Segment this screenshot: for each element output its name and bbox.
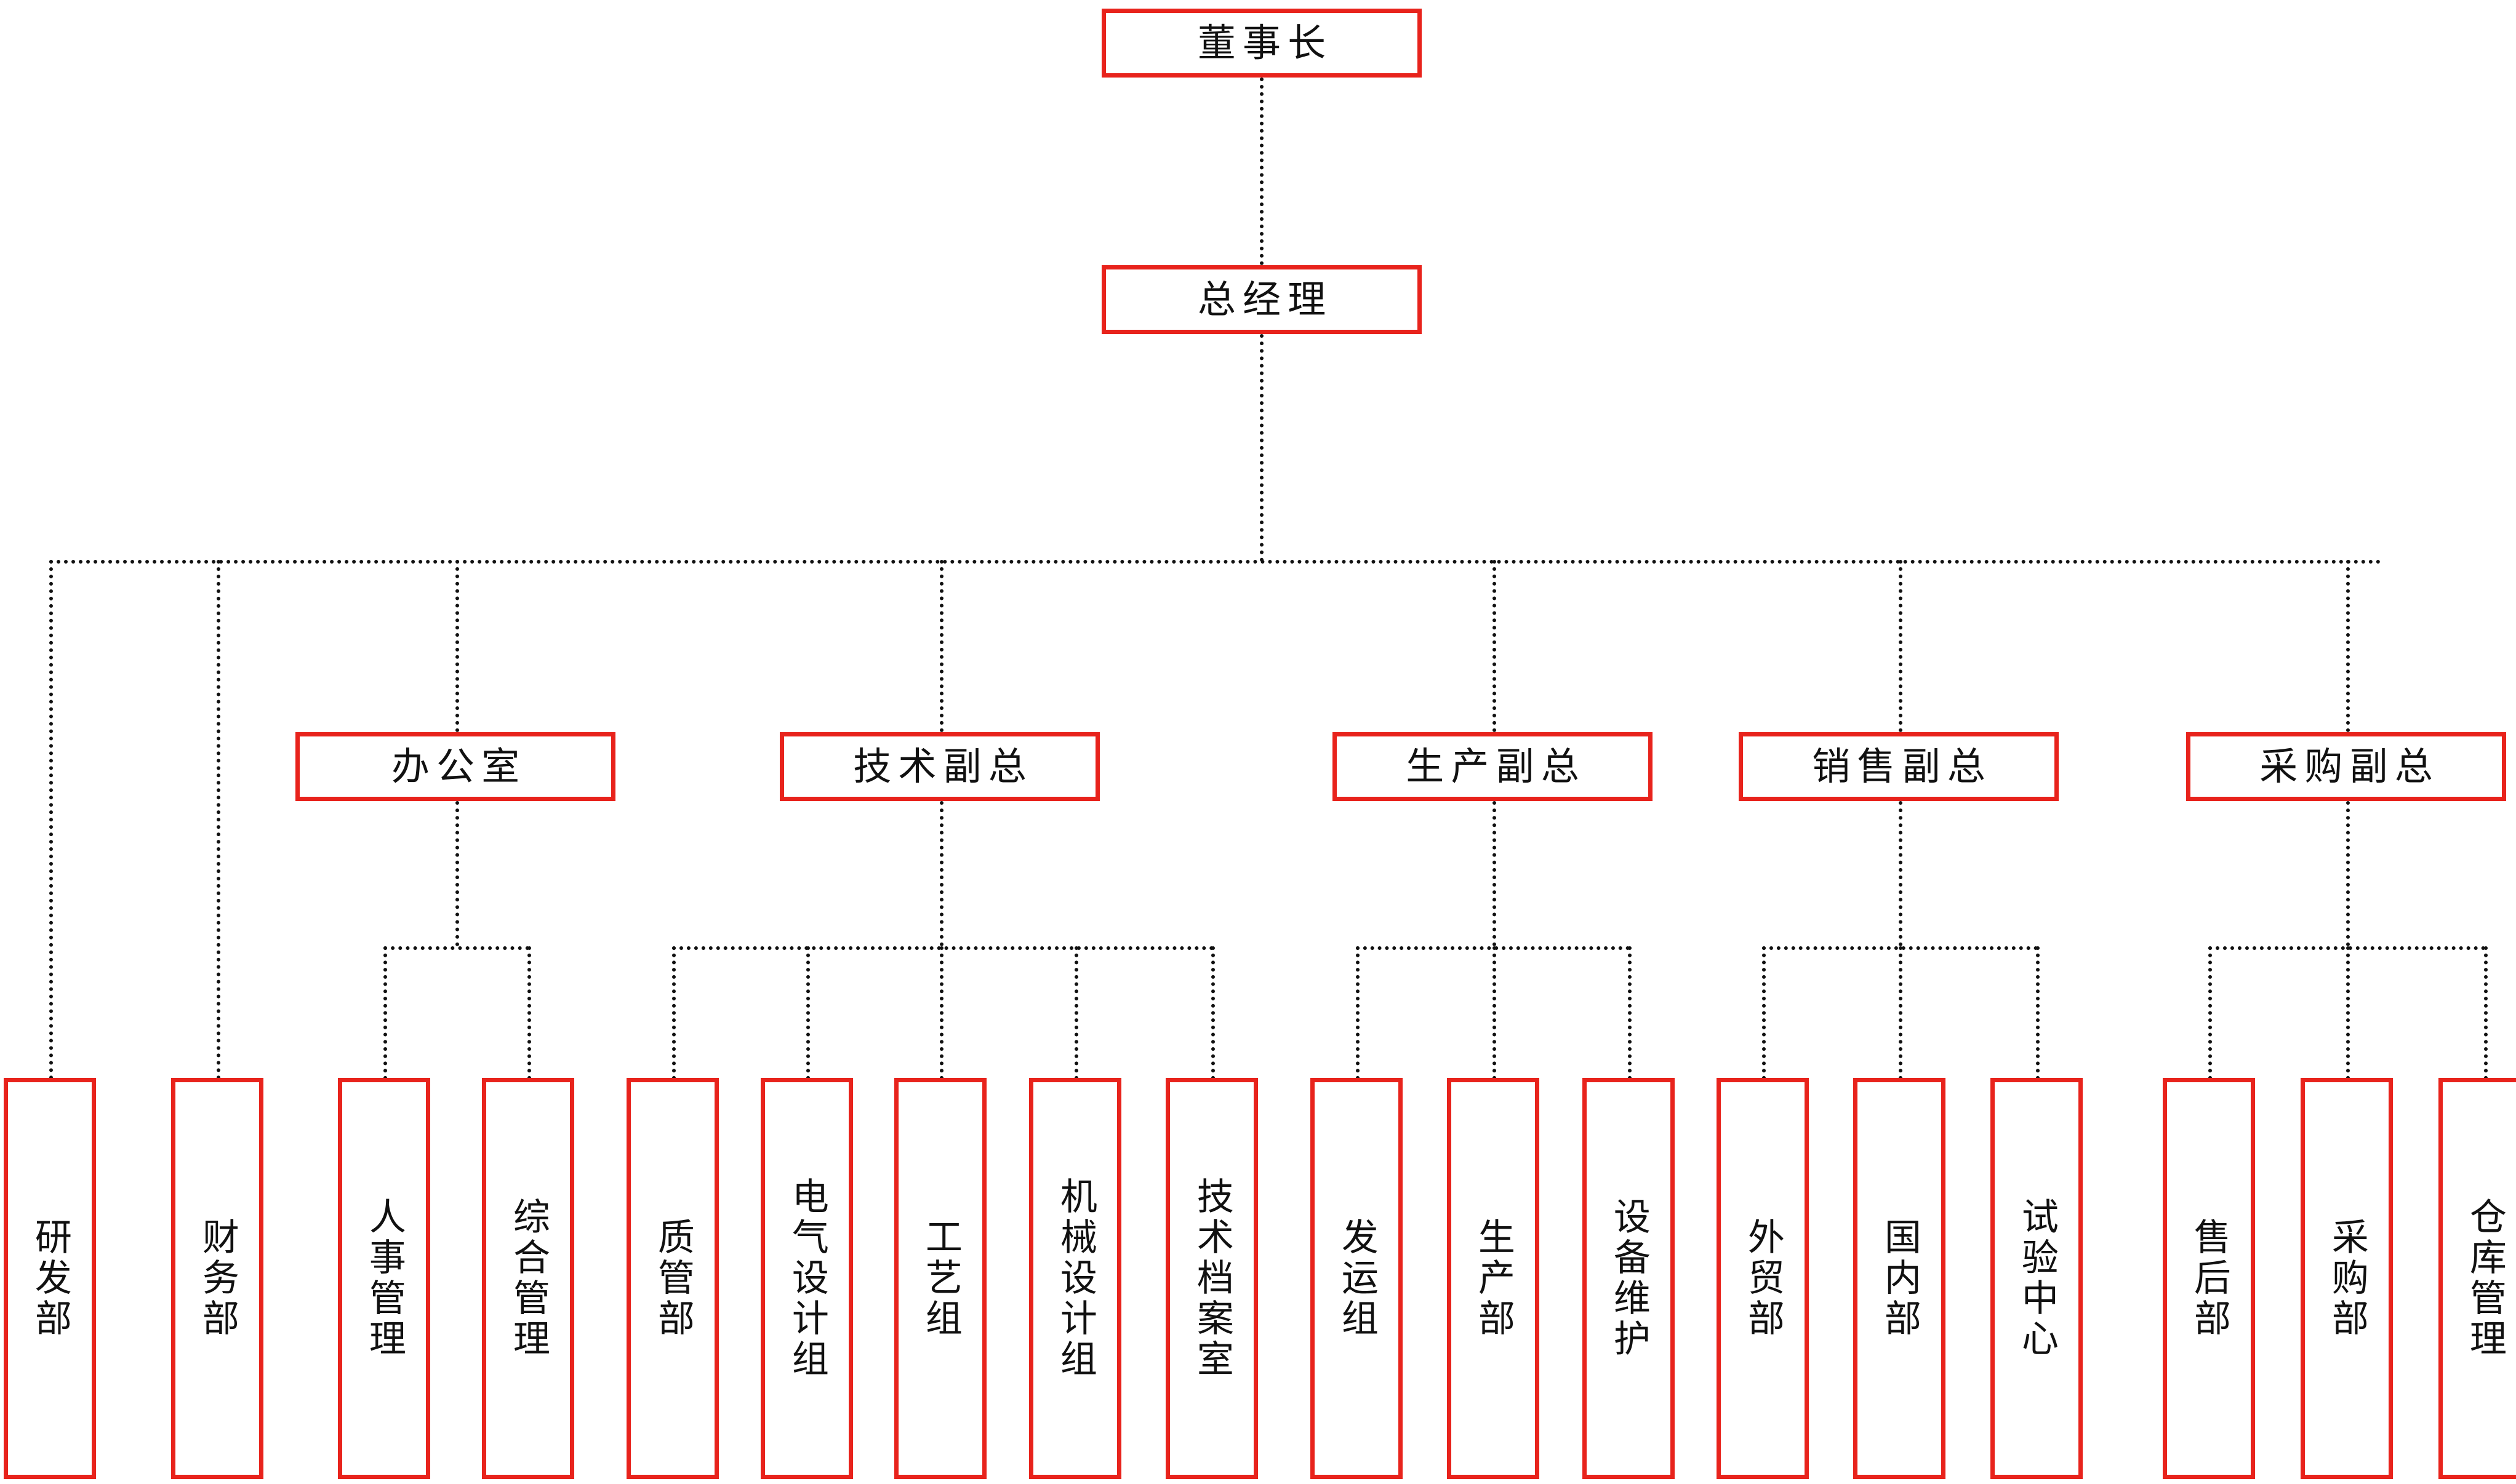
node-technical-archives[interactable]: 技术档案室 — [1166, 1078, 1258, 1479]
drop-technical-vp-to-subbus — [940, 801, 944, 946]
node-production-vp-label: 生产副总 — [1406, 744, 1586, 789]
node-purchasing-dept-label: 采购部 — [2325, 1218, 2369, 1339]
node-purchasing-vp[interactable]: 采购副总 — [2186, 732, 2506, 801]
drop-main-bus-to-purchasing-vp — [2346, 560, 2350, 732]
drop-main-bus-to-sales-vp — [1899, 560, 1902, 732]
drop-subbus-tech-to-mechanical-design-group — [1075, 946, 1078, 1080]
drop-office-to-subbus — [455, 801, 459, 946]
node-electrical-design-group-label: 电气设计组 — [785, 1177, 829, 1380]
node-office-label: 办公室 — [391, 744, 527, 789]
main-bus-line — [49, 560, 2382, 564]
drop-subbus-prod-to-shipping-group — [1356, 946, 1360, 1080]
node-technical-vp-label: 技术副总 — [853, 744, 1033, 789]
node-domestic-dept[interactable]: 国内部 — [1853, 1078, 1945, 1479]
node-foreign-trade-dept[interactable]: 外贸部 — [1717, 1078, 1809, 1479]
drop-subbus-purch-to-after-sales-dept — [2208, 946, 2212, 1080]
node-office[interactable]: 办公室 — [295, 732, 615, 801]
drop-subbus-tech-to-electrical-design-group — [806, 946, 810, 1080]
drop-subbus-office-to-hr-management — [383, 946, 387, 1080]
node-quality-dept[interactable]: 质管部 — [627, 1078, 719, 1479]
drop-subbus-prod-to-production-dept — [1492, 946, 1496, 1080]
node-testing-center[interactable]: 试验中心 — [1990, 1078, 2083, 1479]
node-process-group[interactable]: 工艺组 — [894, 1078, 987, 1479]
node-chairman-label: 董事长 — [1197, 20, 1333, 65]
node-shipping-group[interactable]: 发运组 — [1310, 1078, 1403, 1479]
node-hr-management-label: 人事管理 — [363, 1197, 406, 1360]
node-process-group-label: 工艺组 — [919, 1218, 963, 1339]
node-shipping-group-label: 发运组 — [1335, 1218, 1379, 1339]
drop-subbus-prod-to-equipment-maintenance — [1628, 946, 1632, 1080]
node-mechanical-design-group[interactable]: 机械设计组 — [1029, 1078, 1121, 1479]
connector-gm-to-main-bus — [1260, 334, 1264, 562]
node-sales-vp[interactable]: 销售副总 — [1739, 732, 2059, 801]
node-production-dept-label: 生产部 — [1472, 1218, 1515, 1339]
node-production-vp[interactable]: 生产副总 — [1332, 732, 1653, 801]
node-hr-management[interactable]: 人事管理 — [338, 1078, 430, 1479]
node-chairman[interactable]: 董事长 — [1102, 9, 1422, 78]
node-warehouse-management[interactable]: 仓库管理 — [2438, 1078, 2516, 1479]
drop-main-bus-to-finance-dept — [217, 560, 220, 1080]
node-technical-archives-label: 技术档案室 — [1190, 1177, 1234, 1380]
node-sales-vp-label: 销售副总 — [1812, 744, 1992, 789]
drop-subbus-tech-to-technical-archives — [1211, 946, 1215, 1080]
node-finance-dept-label: 财务部 — [196, 1218, 239, 1339]
node-rd-dept-label: 研发部 — [28, 1218, 72, 1339]
drop-subbus-sales-to-testing-center — [2036, 946, 2040, 1080]
node-equipment-maintenance[interactable]: 设备维护 — [1582, 1078, 1675, 1479]
node-warehouse-management-label: 仓库管理 — [2463, 1197, 2507, 1360]
node-rd-dept[interactable]: 研发部 — [4, 1078, 96, 1479]
node-testing-center-label: 试验中心 — [2015, 1197, 2059, 1360]
drop-main-bus-to-technical-vp — [940, 560, 944, 732]
drop-subbus-sales-to-domestic-dept — [1899, 946, 1902, 1080]
subbus-office — [383, 946, 529, 950]
drop-subbus-tech-to-quality-dept — [672, 946, 676, 1080]
node-electrical-design-group[interactable]: 电气设计组 — [761, 1078, 853, 1479]
node-general-manager[interactable]: 总经理 — [1102, 265, 1422, 334]
drop-purchasing-vp-to-subbus — [2346, 801, 2350, 946]
connector-chairman-to-gm — [1260, 78, 1264, 265]
node-general-management[interactable]: 综合管理 — [482, 1078, 574, 1479]
drop-subbus-tech-to-process-group — [940, 946, 944, 1080]
drop-subbus-sales-to-foreign-trade-dept — [1762, 946, 1766, 1080]
drop-subbus-purch-to-purchasing-dept — [2346, 946, 2350, 1080]
drop-main-bus-to-rd-dept — [49, 560, 53, 1080]
node-purchasing-dept[interactable]: 采购部 — [2301, 1078, 2393, 1479]
node-finance-dept[interactable]: 财务部 — [171, 1078, 263, 1479]
node-after-sales-dept-label: 售后部 — [2187, 1218, 2231, 1339]
node-equipment-maintenance-label: 设备维护 — [1607, 1197, 1651, 1360]
node-after-sales-dept[interactable]: 售后部 — [2163, 1078, 2255, 1479]
node-quality-dept-label: 质管部 — [651, 1218, 695, 1339]
drop-production-vp-to-subbus — [1492, 801, 1496, 946]
node-technical-vp[interactable]: 技术副总 — [780, 732, 1100, 801]
node-purchasing-vp-label: 采购副总 — [2259, 744, 2440, 789]
node-foreign-trade-dept-label: 外贸部 — [1741, 1218, 1785, 1339]
drop-sales-vp-to-subbus — [1899, 801, 1902, 946]
node-general-manager-label: 总经理 — [1197, 277, 1333, 322]
drop-main-bus-to-office — [455, 560, 459, 732]
node-production-dept[interactable]: 生产部 — [1447, 1078, 1539, 1479]
drop-main-bus-to-production-vp — [1492, 560, 1496, 732]
node-general-management-label: 综合管理 — [507, 1197, 550, 1360]
drop-subbus-office-to-general-management — [527, 946, 531, 1080]
drop-subbus-purch-to-warehouse-management — [2484, 946, 2488, 1080]
node-mechanical-design-group-label: 机械设计组 — [1054, 1177, 1097, 1380]
node-domestic-dept-label: 国内部 — [1878, 1218, 1921, 1339]
